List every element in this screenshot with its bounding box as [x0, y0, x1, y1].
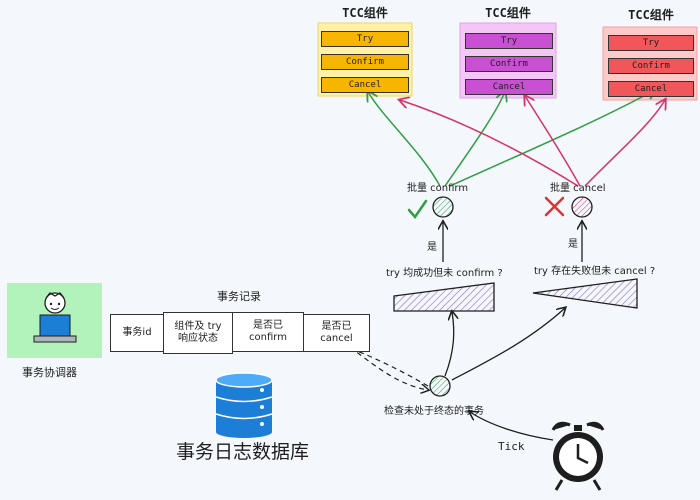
check-icon — [407, 199, 428, 220]
confirm-arrow-2 — [444, 92, 505, 187]
confirm-arrow-1 — [368, 92, 441, 187]
record-title: 事务记录 — [217, 290, 261, 303]
decision-right-label: try 存在失败但未 cancel ? — [534, 266, 656, 277]
coordinator-label: 事务协调器 — [22, 366, 77, 379]
record-col-try-status: 组件及 try 响应状态 — [163, 312, 233, 354]
batch-confirm-label: 批量 confirm — [407, 183, 469, 194]
tcc-2-cancel: Cancel — [465, 79, 553, 95]
tcc-1-cancel: Cancel — [321, 77, 409, 93]
cancel-arrow-1 — [400, 100, 579, 187]
tcc-2-try: Try — [465, 33, 553, 49]
tcc-1-try: Try — [321, 31, 409, 47]
batch-confirm-node — [432, 196, 454, 218]
tick-label: Tick — [498, 440, 525, 453]
yes-label-left: 是 — [427, 242, 437, 253]
tcc-1-confirm: Confirm — [321, 54, 409, 70]
arrow-check-to-left — [444, 312, 454, 377]
tcc-title-2: TCC组件 — [485, 6, 531, 20]
tcc-3-confirm: Confirm — [608, 58, 694, 74]
decision-diamond-left — [393, 282, 495, 312]
tcc-3-cancel: Cancel — [608, 81, 694, 97]
batch-cancel-node — [571, 196, 593, 218]
tcc-title-3: TCC组件 — [628, 8, 674, 22]
database-label: 事务日志数据库 — [176, 441, 310, 463]
decision-left-label: try 均成功但未 confirm ? — [386, 268, 503, 279]
tick-arrow — [470, 412, 554, 441]
dashed-arrow-to-record — [341, 345, 429, 387]
arrow-check-to-right — [451, 308, 565, 381]
batch-cancel-label: 批量 cancel — [550, 183, 606, 194]
yes-label-right: 是 — [568, 239, 578, 250]
record-col-id: 事务id — [110, 314, 164, 352]
coordinator-person-icon — [33, 292, 77, 343]
tcc-3-try: Try — [608, 35, 694, 51]
decision-diamond-right — [532, 278, 638, 309]
tcc-title-1: TCC组件 — [342, 6, 388, 20]
record-col-cancelled: 是否已 cancel — [303, 314, 370, 352]
database-icon — [215, 372, 273, 438]
dashed-arrow-from-record — [349, 346, 428, 390]
record-col-confirmed: 是否已 confirm — [232, 312, 304, 352]
alarm-clock-icon — [551, 421, 605, 491]
cross-icon — [544, 196, 565, 217]
cancel-arrow-2 — [525, 96, 581, 187]
confirm-arrow-3 — [449, 90, 655, 187]
check-label: 检查未处于终态的事务 — [384, 406, 484, 417]
cancel-arrow-3 — [584, 100, 665, 187]
check-node — [429, 375, 451, 397]
tcc-2-confirm: Confirm — [465, 56, 553, 72]
